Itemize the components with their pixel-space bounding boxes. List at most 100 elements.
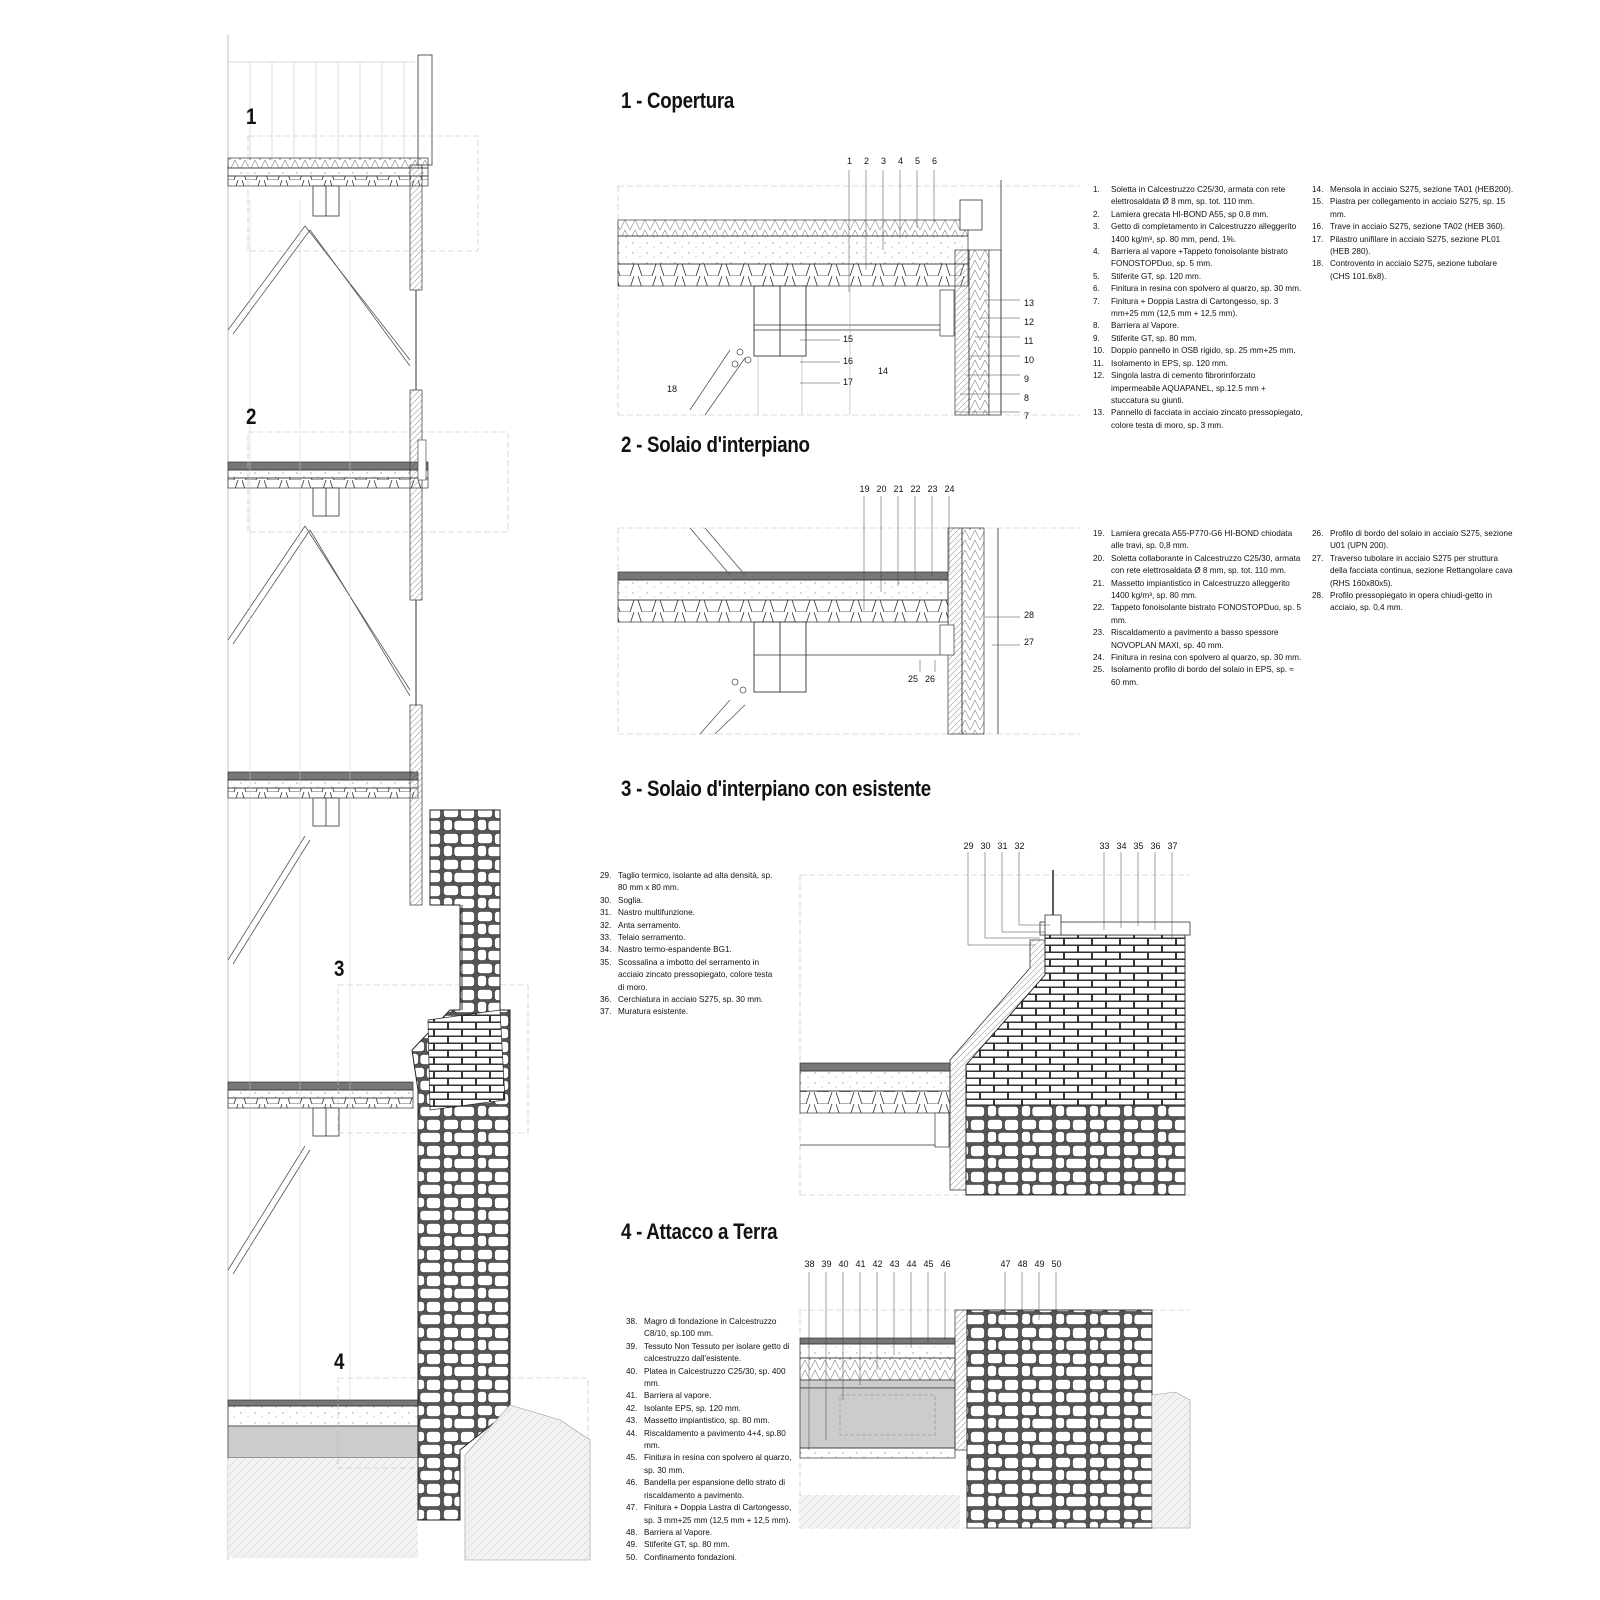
callout-22: 22 [910, 484, 921, 494]
callout-42: 42 [872, 1259, 883, 1269]
callout-17: 17 [843, 377, 854, 387]
callout-39: 39 [821, 1259, 832, 1269]
legend-item: 11.Isolamento in EPS, sp. 120 mm. [1093, 358, 1228, 368]
callout-44: 44 [906, 1259, 917, 1269]
callout-25: 25 [908, 674, 919, 684]
detail-4-drawing [799, 1272, 1191, 1529]
detail-2-title: 2 - Solaio d'interpiano [621, 432, 810, 457]
callout-47: 47 [1000, 1259, 1011, 1269]
legend-item: 21.Massetto impiantistico in Calcestruzz… [1093, 578, 1290, 601]
callout-50: 50 [1051, 1259, 1062, 1269]
callout-38: 38 [804, 1259, 815, 1269]
callout-5: 5 [914, 156, 920, 166]
legend-item: 7.Finitura + Doppia Lastra di Cartongess… [1093, 296, 1279, 319]
callout-7: 7 [1024, 411, 1030, 422]
callout-46: 46 [940, 1259, 951, 1269]
detail-1-legend-col1: 1.Soletta in Calcestruzzo C25/30, armata… [1093, 184, 1303, 432]
callout-2: 2 [863, 156, 869, 166]
legend-item: 26.Profilo di bordo del solaio in acciai… [1312, 529, 1513, 551]
legend-item: 47.Finitura + Doppia Lastra di Cartonges… [626, 1503, 792, 1525]
callout-43: 43 [889, 1259, 900, 1269]
detail-4-callouts-top-b: 47 48 49 50 [997, 1259, 1065, 1269]
legend-item: 40.Platea in Calcestruzzo C25/30, sp. 40… [626, 1366, 786, 1389]
callout-36: 36 [1150, 841, 1161, 851]
legend-item: 37.Muratura esistente. [600, 1007, 689, 1017]
callout-4: 4 [897, 156, 903, 166]
legend-item: 23.Riscaldamento a pavimento a basso spe… [1093, 628, 1279, 650]
callout-48: 48 [1017, 1259, 1028, 1269]
callout-20: 20 [876, 484, 887, 494]
callout-19: 19 [859, 484, 870, 494]
section-marker-2: 2 [246, 404, 257, 429]
legend-item: 30.Soglia. [600, 895, 644, 905]
callout-32: 32 [1014, 841, 1025, 851]
legend-item: 36.Cerchiatura in acciaio S275, sp. 30 m… [600, 995, 764, 1005]
detail-1-legend-col2: 14.Mensola in acciaio S275, sezione TA01… [1312, 184, 1517, 283]
legend-item: 24.Finitura in resina con spolvero al qu… [1093, 653, 1302, 663]
legend-item: 44.Riscaldamento a pavimento 4+4, sp.80 … [626, 1428, 786, 1451]
callout-27: 27 [1024, 637, 1035, 647]
legend-item: 10.Doppio pannello in OSB rigido, sp. 25… [1093, 346, 1296, 356]
callout-37: 37 [1167, 841, 1178, 851]
callout-45: 45 [923, 1259, 934, 1269]
detail-3-legend: 29.Taglio termico, isolante ad alta dens… [600, 870, 780, 1019]
legend-item: 2.Lamiera grecata HI-BOND A55, sp 0.8 mm… [1093, 209, 1269, 219]
legend-item: 46.Bandella per espansione dello strato … [626, 1478, 786, 1500]
section-marker-3: 3 [334, 956, 345, 981]
callout-31: 31 [997, 841, 1008, 851]
callout-49: 49 [1034, 1259, 1045, 1269]
callout-13: 13 [1024, 298, 1035, 308]
detail-2-legend-col2: 26.Profilo di bordo del solaio in acciai… [1312, 528, 1517, 615]
callout-41: 41 [855, 1259, 866, 1269]
detail-2-callouts-top: 19 20 21 22 23 24 [856, 484, 958, 494]
detail-3-title: 3 - Solaio d'interpiano con esistente [621, 776, 931, 801]
detail-2-drawing [617, 496, 1080, 735]
legend-item: 41.Barriera al vapore. [626, 1391, 712, 1401]
detail-1-drawing [617, 170, 1080, 416]
section-marker-1: 1 [246, 104, 257, 129]
legend-item: 27.Traverso tubolare in acciaio S275 per… [1312, 553, 1513, 588]
legend-item: 42.Isolante EPS, sp. 120 mm. [626, 1403, 741, 1413]
legend-item: 38.Magro di fondazione in Calcestruzzo C… [626, 1317, 777, 1339]
legend-item: 45.Finitura in resina con spolvero al qu… [626, 1453, 792, 1475]
legend-item: 31.Nastro multifunzione. [600, 908, 695, 918]
legend-item: 12.Singola lastra di cemento fibrorinfor… [1093, 371, 1266, 405]
callout-9: 9 [1024, 373, 1030, 384]
legend-item: 6.Finitura in resina con spolvero al qua… [1093, 284, 1302, 294]
detail-3-callouts-top-b: 33 34 35 36 37 [1096, 841, 1181, 851]
callout-16: 16 [843, 356, 854, 366]
detail-2-legend-col1: 19.Lamiera grecata A55-P770-G6 HI-BOND c… [1093, 528, 1303, 689]
legend-item: 20.Soletta collaborante in Calcestruzzo … [1093, 553, 1301, 576]
callout-35: 35 [1133, 841, 1144, 851]
callout-14: 14 [878, 366, 889, 376]
detail-3-callouts-top-a: 29 30 31 32 [960, 841, 1028, 851]
legend-item: 1.Soletta in Calcestruzzo C25/30, armata… [1093, 185, 1286, 207]
callout-33: 33 [1099, 841, 1110, 851]
detail-1-callouts-top: 1 2 3 4 5 6 [841, 156, 943, 166]
legend-item: 29.Taglio termico, isolante ad alta dens… [600, 871, 773, 893]
callout-23: 23 [927, 484, 938, 494]
legend-item: 8.Barriera al Vapore. [1093, 321, 1180, 331]
callout-29: 29 [963, 841, 974, 851]
legend-item: 50.Confinamento fondazioni. [626, 1552, 737, 1562]
legend-item: 19.Lamiera grecata A55-P770-G6 HI-BOND c… [1093, 529, 1293, 551]
legend-item: 17.Pilastro unifilare in acciaio S275, s… [1312, 234, 1501, 257]
callout-1: 1 [846, 156, 852, 166]
legend-item: 22.Tappeto fonoisolante bistrato FONOSTO… [1093, 603, 1302, 625]
callout-8: 8 [1024, 392, 1030, 403]
callout-28: 28 [1024, 610, 1035, 620]
building-section [227, 35, 591, 1561]
detail-3-drawing [799, 852, 1191, 1196]
legend-item: 25.Isolamento profilo di bordo del solai… [1093, 665, 1294, 687]
callout-18: 18 [667, 384, 678, 394]
legend-item: 9.Stiferite GT, sp. 80 mm. [1093, 333, 1197, 343]
callout-3: 3 [880, 156, 886, 166]
detail-4-legend: 38.Magro di fondazione in Calcestruzzo C… [626, 1316, 798, 1564]
legend-item: 16.Trave in acciaio S275, sezione TA02 (… [1312, 222, 1506, 232]
detail-4-callouts-top-a: 38 39 40 41 42 43 44 45 46 [801, 1259, 954, 1269]
legend-item: 48.Barriera al Vapore. [626, 1527, 713, 1537]
callout-11: 11 [1024, 335, 1034, 346]
legend-item: 3.Getto di completamento in Calcestruzzo… [1093, 222, 1297, 244]
callout-10: 10 [1024, 354, 1035, 365]
